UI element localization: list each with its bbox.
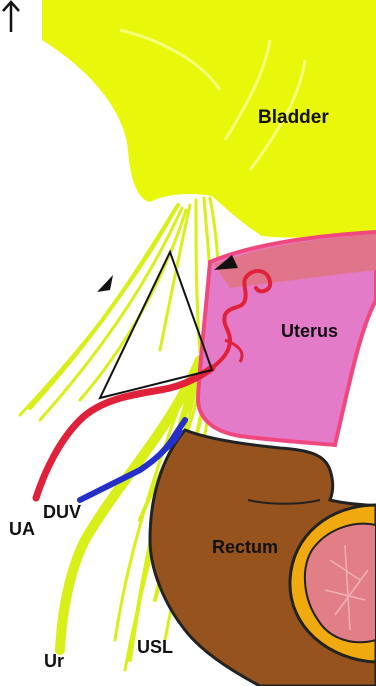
arrowhead-marker-icon <box>97 275 113 292</box>
label-rectum: Rectum <box>212 538 278 556</box>
up-arrow-icon <box>0 0 22 34</box>
label-uterus: Uterus <box>281 322 338 340</box>
label-ur: Ur <box>44 652 64 670</box>
label-usl: USL <box>137 638 173 656</box>
label-duv: DUV <box>43 503 81 521</box>
label-bladder: Bladder <box>258 108 329 127</box>
label-ua: UA <box>9 520 35 538</box>
